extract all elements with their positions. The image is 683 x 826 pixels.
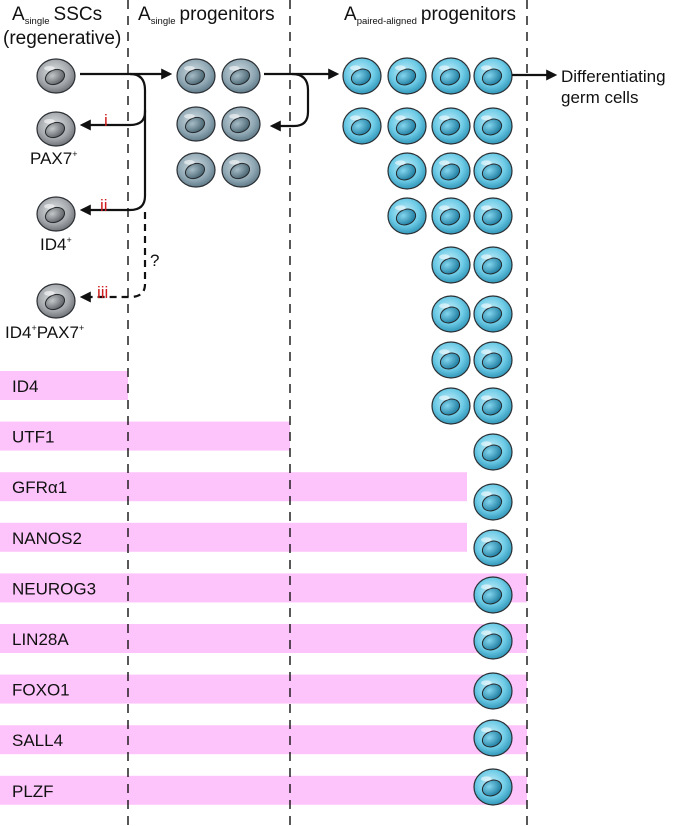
paired-aligned-progenitor-cell — [342, 57, 382, 95]
marker-row-plzf: PLZF — [0, 775, 527, 805]
paired-aligned-progenitor-cell — [387, 107, 427, 145]
differentiating-label-line1: Differentiating — [561, 67, 666, 86]
paired-aligned-progenitor-cell — [431, 387, 471, 425]
ssc-cell — [36, 196, 76, 232]
paired-aligned-progenitor-cell — [431, 107, 471, 145]
paired-aligned-progenitor-cell — [473, 768, 513, 806]
paired-aligned-progenitor-cell — [473, 622, 513, 660]
paired-aligned-progenitor-cell — [473, 107, 513, 145]
marker-row-lin28a: LIN28A — [0, 624, 527, 653]
expression-bar — [0, 624, 527, 653]
marker-row-id4: ID4 — [0, 371, 128, 400]
marker-row-sall4: SALL4 — [0, 725, 527, 755]
paired-aligned-progenitor-cell — [473, 387, 513, 425]
paired-aligned-progenitor-cell — [473, 719, 513, 757]
ssc-cell — [36, 283, 76, 319]
paired-aligned-progenitor-cell — [473, 246, 513, 284]
marker-label: NANOS2 — [12, 529, 82, 548]
paired-aligned-progenitor-cell — [473, 576, 513, 614]
marker-row-neurog3: NEUROG3 — [0, 573, 527, 603]
single-progenitor-cell — [221, 152, 261, 188]
marker-label: SALL4 — [12, 731, 63, 750]
expression-bar — [0, 674, 527, 704]
expression-bar — [0, 421, 290, 451]
paired-aligned-progenitor-cell — [431, 57, 471, 95]
marker-row-nanos2: NANOS2 — [0, 522, 467, 552]
single-progenitor-cell — [176, 152, 216, 188]
arrow-reversion — [269, 72, 310, 132]
expression-bar — [0, 472, 467, 502]
label-id4-pax7: ID4+PAX7+ — [5, 323, 84, 342]
paired-aligned-progenitor-cell — [473, 529, 513, 567]
expression-bar — [0, 775, 527, 805]
paired-aligned-progenitor-cell — [387, 197, 427, 235]
marker-label: NEUROG3 — [12, 579, 96, 598]
pathway-label-iii: iii — [97, 283, 108, 302]
expression-bar — [0, 725, 527, 755]
marker-row-utf1: UTF1 — [0, 421, 290, 451]
marker-row-foxo1: FOXO1 — [0, 674, 527, 704]
arrow-pathway-ii — [79, 110, 147, 216]
paired-aligned-progenitor-cell — [473, 341, 513, 379]
single-progenitor-cell — [221, 58, 261, 94]
paired-aligned-progenitor-cell — [431, 152, 471, 190]
paired-aligned-progenitor-cell — [387, 57, 427, 95]
paired-aligned-progenitor-cell — [387, 152, 427, 190]
differentiating-label-line2: germ cells — [561, 88, 638, 107]
arrow-pathway-iii — [79, 212, 147, 303]
marker-label: LIN28A — [12, 630, 69, 649]
arrows — [79, 68, 558, 303]
expression-bar — [0, 522, 467, 552]
header-ssc-line2: (regenerative) — [3, 28, 121, 49]
paired-aligned-progenitor-cell — [431, 197, 471, 235]
ssc-cell — [36, 111, 76, 147]
paired-aligned-progenitor-cell — [431, 295, 471, 333]
paired-aligned-progenitor-cell — [473, 433, 513, 471]
marker-label: PLZF — [12, 782, 54, 801]
marker-row-gfrα1: GFRα1 — [0, 472, 467, 502]
marker-label: FOXO1 — [12, 681, 70, 700]
label-pax7: PAX7+ — [30, 149, 77, 168]
paired-aligned-progenitor-cell — [431, 341, 471, 379]
paired-aligned-progenitor-cell — [473, 152, 513, 190]
ssc-cell — [36, 58, 76, 94]
arrow-pathway-i — [79, 72, 147, 131]
label-id4: ID4+ — [40, 235, 72, 254]
marker-label: UTF1 — [12, 428, 55, 447]
paired-aligned-progenitor-cell — [473, 197, 513, 235]
marker-label: ID4 — [12, 377, 38, 396]
pathway-label-i: i — [104, 111, 108, 130]
paired-aligned-progenitor-cell — [473, 483, 513, 521]
expression-bar — [0, 371, 128, 400]
pathway-label-ii: ii — [100, 196, 108, 215]
marker-label: GFRα1 — [12, 478, 67, 497]
column-separators — [127, 0, 528, 826]
single-progenitor-cell — [176, 58, 216, 94]
paired-aligned-progenitor-cell — [473, 672, 513, 710]
paired-aligned-progenitor-cell — [473, 57, 513, 95]
single-progenitor-cell — [176, 106, 216, 142]
expression-bar — [0, 573, 527, 603]
single-progenitor-cell — [221, 106, 261, 142]
paired-aligned-progenitor-cell — [431, 246, 471, 284]
paired-aligned-progenitor-cell — [342, 107, 382, 145]
uncertain-mark: ? — [150, 251, 159, 270]
paired-aligned-progenitor-cell — [473, 295, 513, 333]
